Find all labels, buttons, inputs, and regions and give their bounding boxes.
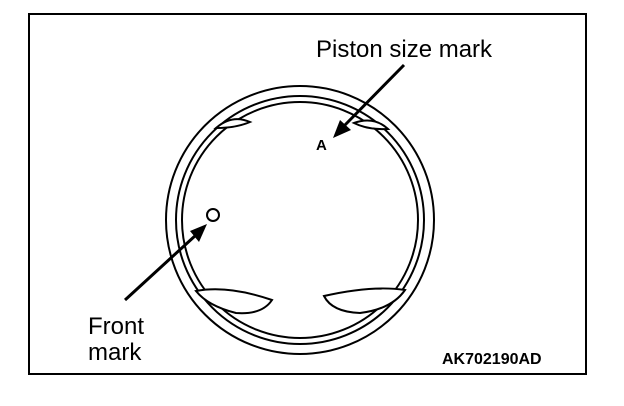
- front-mark-leader-line: [123, 233, 198, 302]
- figure-frame: [28, 13, 587, 375]
- piston-size-mark-label: Piston size mark: [316, 36, 493, 63]
- piston-ring-groove: [175, 95, 425, 345]
- front-mark-label-line2: mark: [88, 339, 142, 366]
- front-mark-arrowhead: [190, 224, 207, 242]
- piston-size-leader-line: [342, 63, 406, 128]
- figure-code-label: AK702190AD: [442, 351, 542, 368]
- front-mark-label: Front mark: [88, 314, 144, 366]
- size-letter-label: A: [316, 137, 327, 154]
- valve-relief-lower-right: [322, 287, 407, 315]
- valve-relief-upper-left: [213, 118, 253, 130]
- piston-size-arrowhead: [333, 120, 351, 138]
- valve-relief-lower-left: [194, 288, 274, 315]
- piston-crown-edge: [181, 101, 419, 339]
- front-mark-label-line1: Front: [88, 313, 145, 340]
- front-mark-dot: [206, 208, 220, 222]
- valve-relief-upper-right: [351, 119, 391, 131]
- piston-outer-rim: [165, 85, 435, 355]
